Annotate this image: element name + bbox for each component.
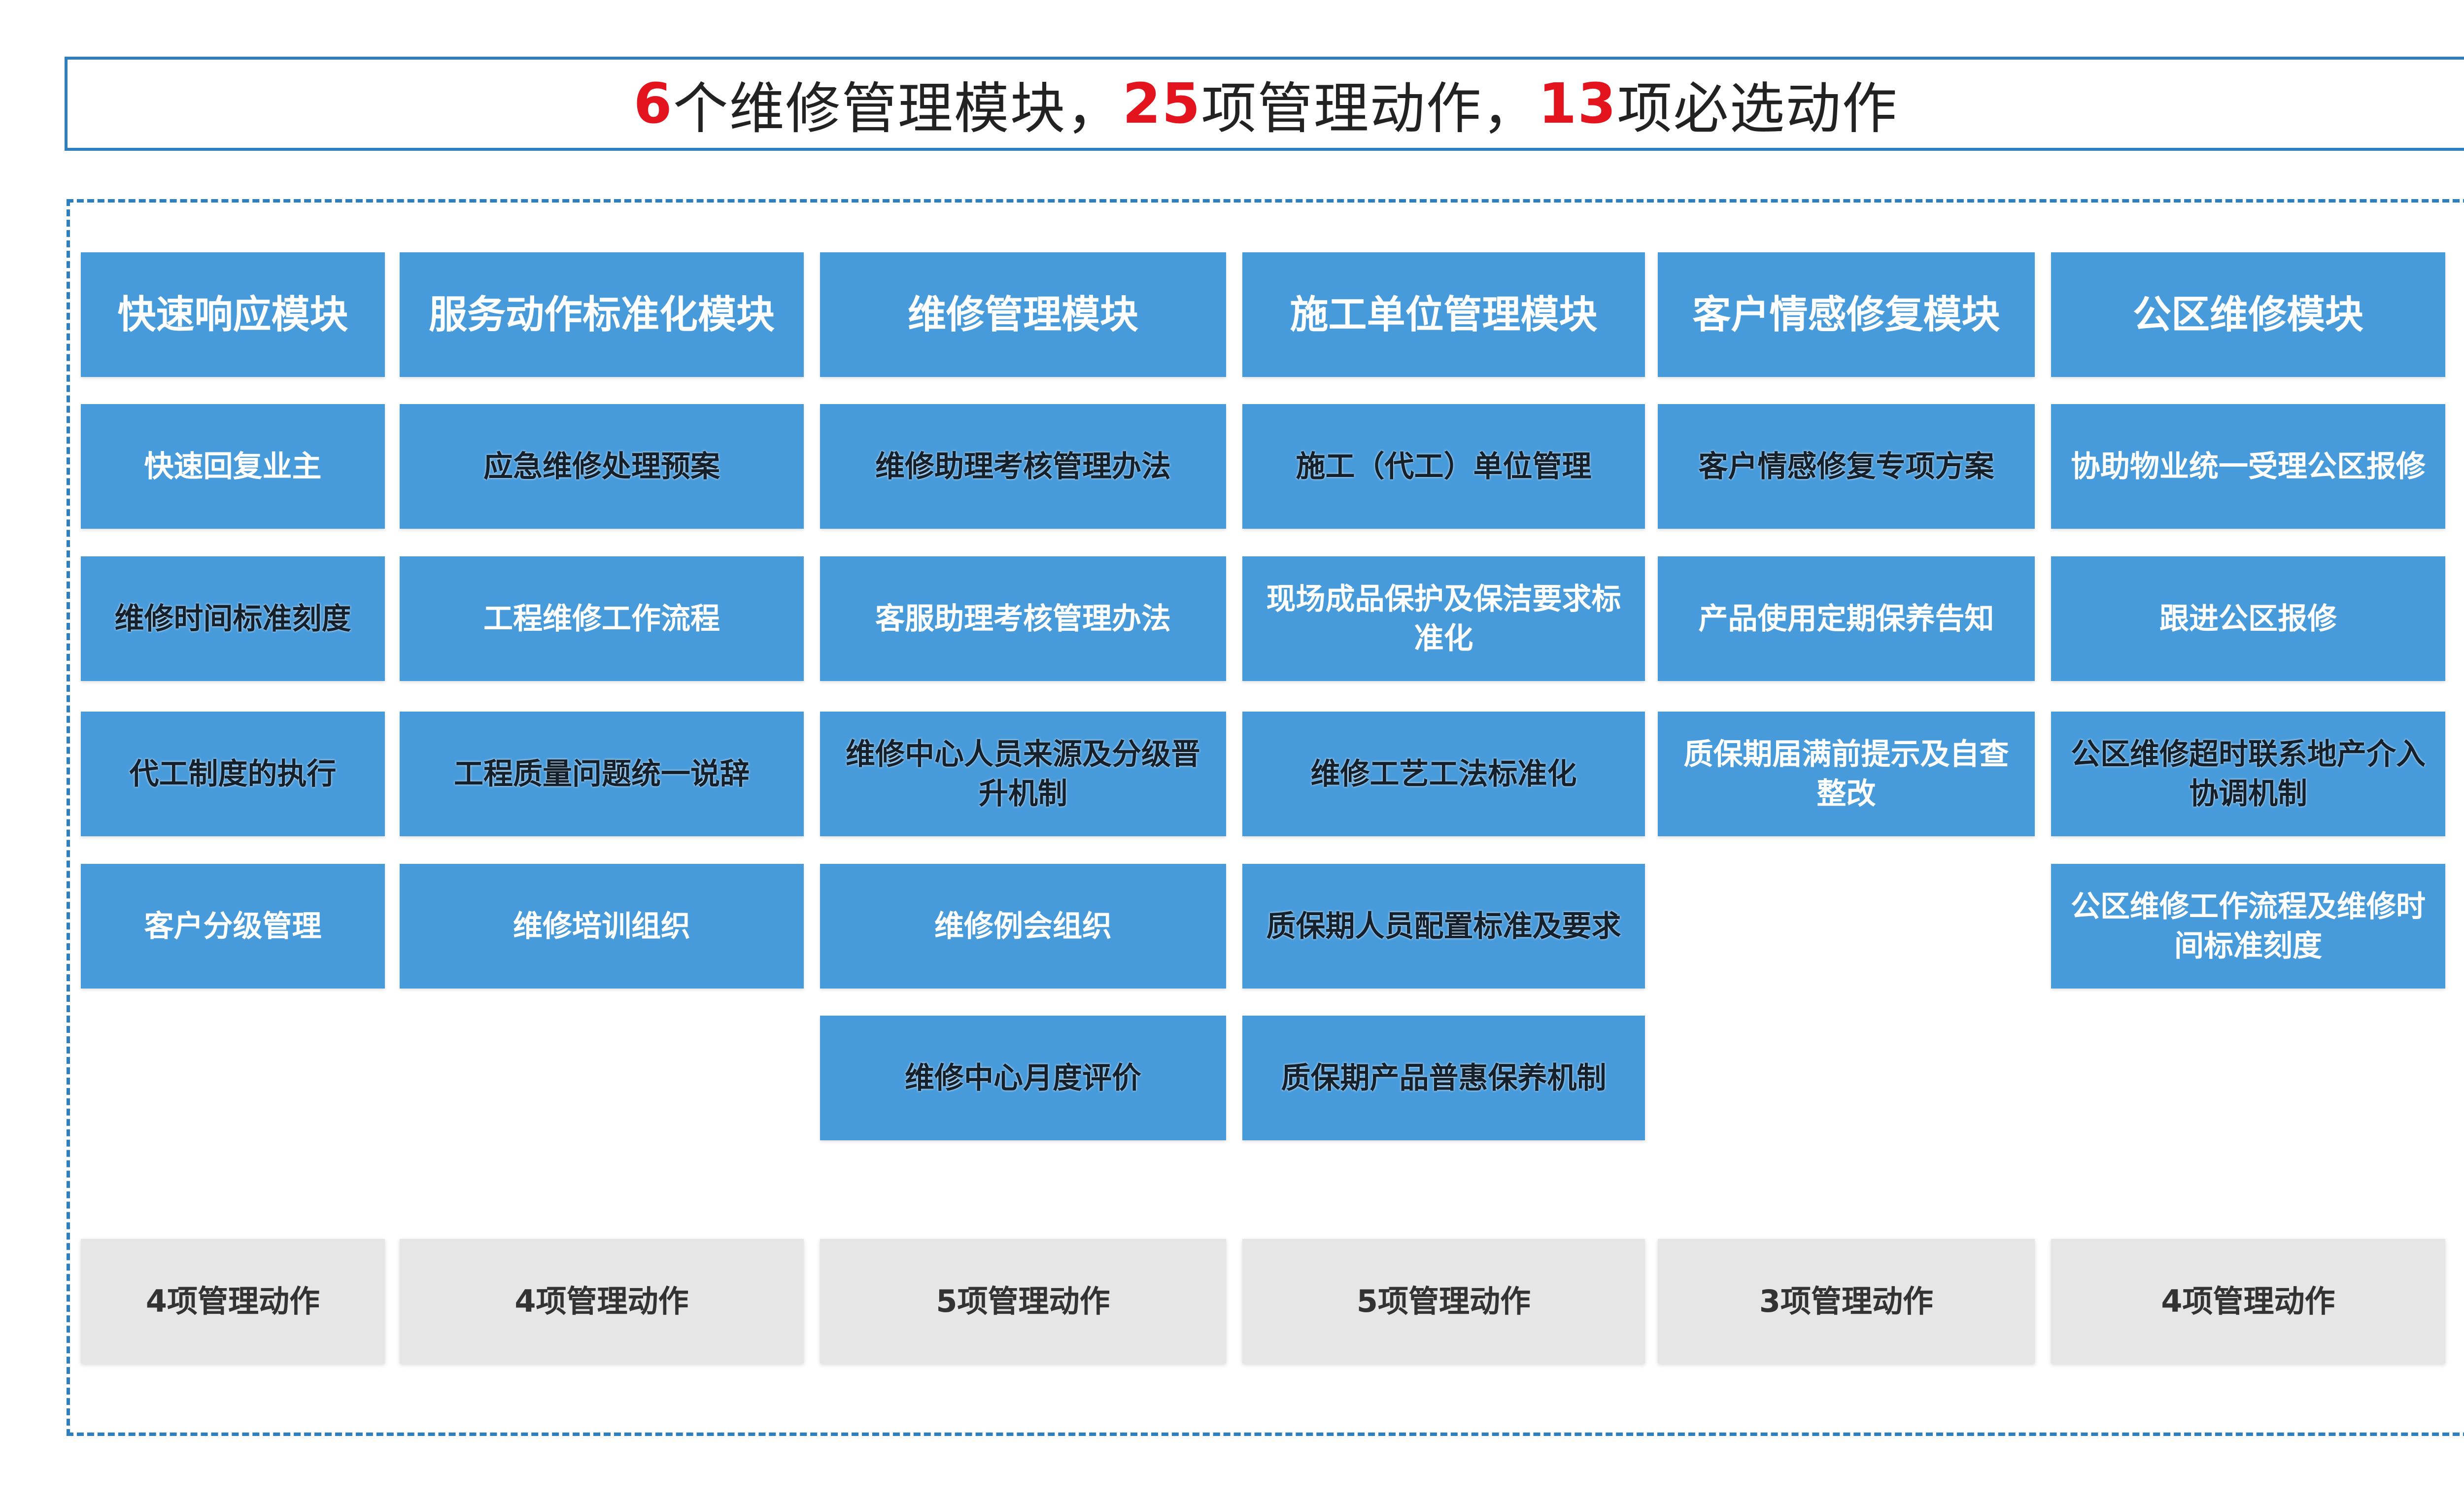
required-action-item: 维修时间标准刻度: [81, 556, 385, 681]
required-action-item: 质保期人员配置标准及要求: [1242, 864, 1645, 989]
required-action-item: 代工制度的执行: [81, 712, 385, 836]
module-column: 客户情感修复模块客户情感修复专项方案产品使用定期保养告知质保期届满前提示及自查整…: [1658, 0, 2035, 1502]
action-item: 快速回复业主: [81, 404, 385, 529]
action-item: 质保期届满前提示及自查整改: [1658, 712, 2035, 836]
required-action-item: 施工（代工）单位管理: [1242, 404, 1645, 529]
action-count-summary: 5项管理动作: [820, 1239, 1226, 1364]
required-action-item: 应急维修处理预案: [400, 404, 804, 529]
module-header: 公区维修模块: [2051, 252, 2445, 377]
module-column: 服务动作标准化模块应急维修处理预案工程维修工作流程工程质量问题统一说辞维修培训组…: [400, 0, 804, 1502]
title-text: 个维修管理模块，: [673, 76, 1123, 141]
module-column: 公区维修模块协助物业统一受理公区报修跟进公区报修公区维修超时联系地产介入协调机制…: [2051, 0, 2445, 1502]
action-count-summary: 4项管理动作: [2051, 1239, 2445, 1364]
action-item: 客户分级管理: [81, 864, 385, 989]
module-header: 快速响应模块: [81, 252, 385, 377]
action-item: 公区维修工作流程及维修时间标准刻度: [2051, 864, 2445, 989]
module-column: 快速响应模块快速回复业主维修时间标准刻度代工制度的执行客户分级管理 4项管理动作: [81, 0, 385, 1502]
required-action-item: 公区维修超时联系地产介入协调机制: [2051, 712, 2445, 836]
module-header: 维修管理模块: [820, 252, 1226, 377]
required-action-item: 维修中心人员来源及分级晋升机制: [820, 712, 1226, 836]
action-item: 维修培训组织: [400, 864, 804, 989]
module-header: 施工单位管理模块: [1242, 252, 1645, 377]
action-count-summary: 3项管理动作: [1658, 1239, 2035, 1364]
title-number: 6: [633, 71, 673, 136]
module-column: 维修管理模块维修助理考核管理办法客服助理考核管理办法维修中心人员来源及分级晋升机…: [820, 0, 1226, 1502]
title-number: 13: [1538, 71, 1617, 136]
title-text: 项管理动作，: [1201, 76, 1539, 141]
required-action-item: 维修中心月度评价: [820, 1016, 1226, 1140]
module-header: 客户情感修复模块: [1658, 252, 2035, 377]
action-item: 现场成品保护及保洁要求标准化: [1242, 556, 1645, 681]
required-action-item: 客户情感修复专项方案: [1658, 404, 2035, 529]
module-column: 施工单位管理模块施工（代工）单位管理现场成品保护及保洁要求标准化维修工艺工法标准…: [1242, 0, 1645, 1502]
action-count-summary: 4项管理动作: [81, 1239, 385, 1364]
action-item: 工程维修工作流程: [400, 556, 804, 681]
action-item: 维修例会组织: [820, 864, 1226, 989]
title-number: 25: [1122, 71, 1201, 136]
action-item: 产品使用定期保养告知: [1658, 556, 2035, 681]
action-count-summary: 4项管理动作: [400, 1239, 804, 1364]
action-item: 客服助理考核管理办法: [820, 556, 1226, 681]
required-action-item: 工程质量问题统一说辞: [400, 712, 804, 836]
title-text: 项必选动作: [1617, 76, 1898, 141]
required-action-item: 维修助理考核管理办法: [820, 404, 1226, 529]
required-action-item: 维修工艺工法标准化: [1242, 712, 1645, 836]
action-count-summary: 5项管理动作: [1242, 1239, 1645, 1364]
required-action-item: 质保期产品普惠保养机制: [1242, 1016, 1645, 1140]
module-header: 服务动作标准化模块: [400, 252, 804, 377]
action-item: 跟进公区报修: [2051, 556, 2445, 681]
modules-frame: [67, 199, 2464, 1436]
action-item: 协助物业统一受理公区报修: [2051, 404, 2445, 529]
